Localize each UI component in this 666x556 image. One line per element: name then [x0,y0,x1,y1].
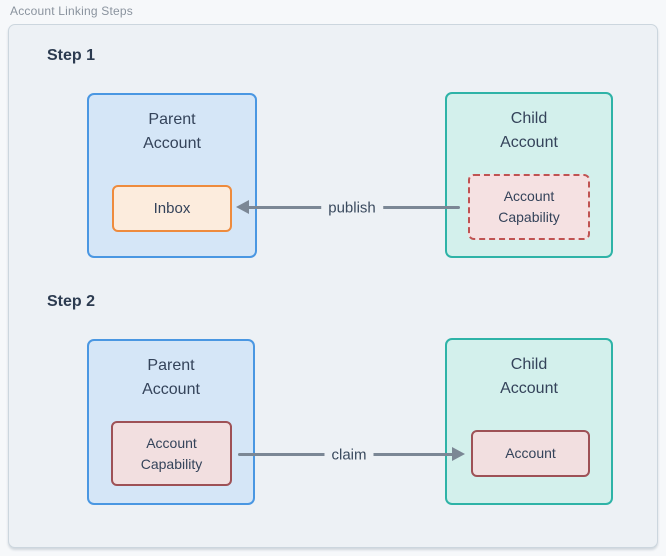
step-1-heading: Step 1 [47,47,96,64]
account-box-step2: Account [471,430,590,477]
diagram-title: Account Linking Steps [10,4,133,18]
account-capability-label-step1: Account Capability [498,188,560,225]
publish-arrow-label: publish [321,199,383,217]
claim-arrowhead-icon [452,447,465,461]
account-label-step2: Account [505,445,556,461]
inbox-box-step1: Inbox [112,185,232,232]
publish-arrowhead-icon [236,200,249,214]
inbox-label: Inbox [153,200,191,217]
parent-account-title-step2: Parent Account [142,357,200,398]
child-account-title-step1: Child Account [500,110,558,151]
account-capability-dashed-box-step1: Account Capability [468,174,590,240]
parent-account-node-step1: Parent Account [87,93,257,258]
step-2-heading: Step 2 [47,293,96,310]
parent-account-title-step1: Parent Account [143,111,201,152]
claim-arrow-label: claim [324,446,374,464]
account-capability-label-step2: Account Capability [140,434,203,472]
child-account-title-step2: Child Account [500,356,558,397]
child-account-node-step2: Child Account [445,338,613,505]
account-capability-box-step2: Account Capability [111,421,232,486]
